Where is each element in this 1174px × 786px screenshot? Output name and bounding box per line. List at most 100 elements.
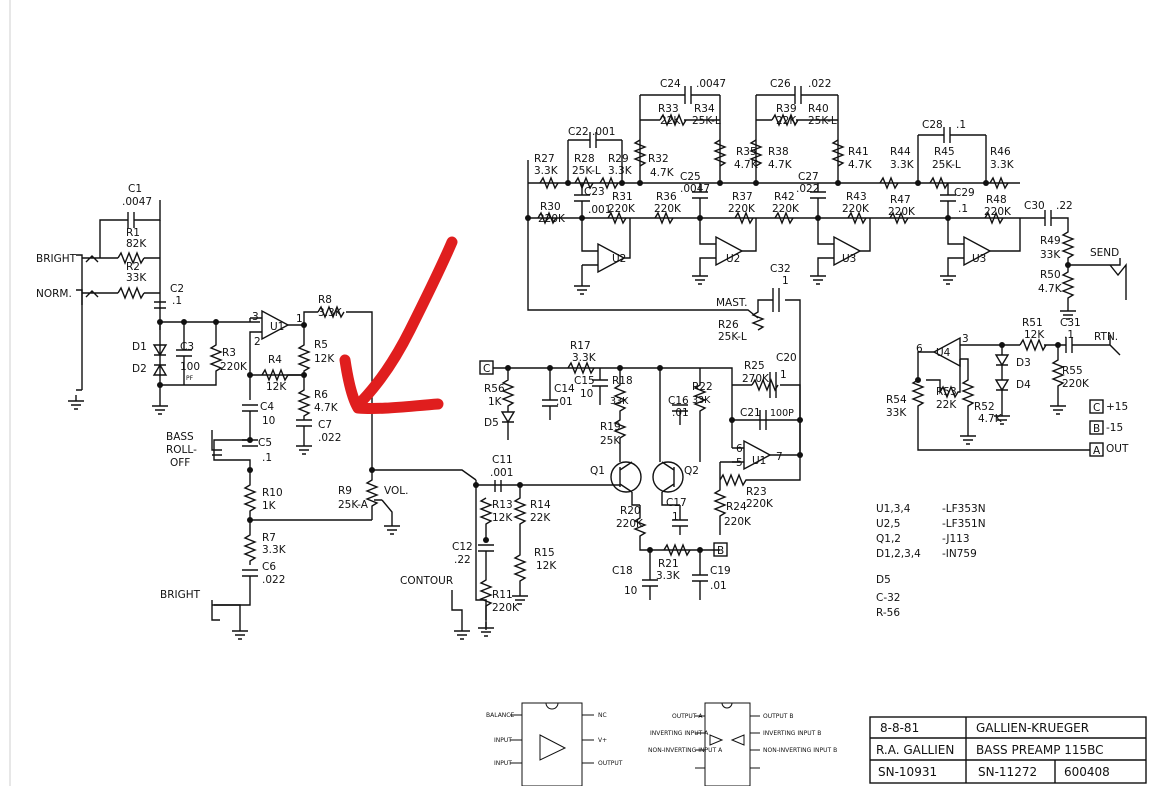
r34-value: 25K-L — [692, 115, 721, 127]
bright-switch-label: BRIGHT — [160, 589, 201, 601]
c17-label: C17 — [666, 497, 687, 509]
parts-row-2-ref: U2,5 — [876, 518, 900, 530]
r29-value: 3.3K — [608, 165, 633, 177]
r55-value: 220K — [1062, 378, 1090, 390]
c12-value: .22 — [454, 554, 471, 566]
title-date: 8-8-81 — [880, 721, 919, 735]
c29-value: .1 — [958, 203, 968, 215]
r14-label: R14 — [530, 499, 551, 511]
r47-label: R47 — [890, 194, 911, 206]
u1-output-stage: U1 6 5 7 R25 270K C20 1 C21 100P R23 220… — [527, 160, 803, 510]
r52-value: 4.7K — [978, 413, 1003, 425]
c15-value: 10 — [580, 388, 593, 400]
r53-label: R53 — [936, 386, 957, 398]
u1b-pin7: 7 — [776, 451, 783, 463]
c32-value: 1 — [782, 275, 789, 287]
c16-label: C16 — [668, 395, 689, 407]
u1-pin3: 3 — [252, 311, 259, 323]
r24-label: R24 — [726, 501, 747, 513]
c14-label: C14 — [554, 383, 575, 395]
vol-label: VOL. — [384, 485, 408, 497]
r22-value: 33K — [692, 395, 711, 406]
u1-pin1: 1 — [296, 313, 303, 325]
r18-label: R18 — [612, 375, 633, 387]
pin-right-5: NON-INVERTING INPUT B — [763, 747, 837, 754]
title-sn-right: SN-11272 — [978, 765, 1037, 779]
r46-label: R46 — [990, 146, 1011, 158]
note-c-count: C-32 — [876, 592, 900, 604]
c22-value: .001 — [592, 126, 615, 138]
c26-value: .022 — [808, 78, 831, 90]
r49-label: R49 — [1040, 235, 1061, 247]
r26-value: 25K-L — [718, 331, 747, 343]
r37-value: 220K — [728, 203, 756, 215]
r29-label: R29 — [608, 153, 629, 165]
pin-right-2: INVERTING INPUT A — [650, 730, 709, 737]
r21-value: 3.3K — [656, 570, 681, 582]
terminal-a: A — [1093, 445, 1101, 457]
pin-right-1: OUTPUT A — [672, 713, 703, 720]
c28-label: C28 — [922, 119, 943, 131]
terminal-b-right: B — [1093, 423, 1100, 435]
r10-value: 1K — [262, 500, 277, 512]
c6-label: C6 — [262, 561, 276, 573]
pinout-left: BALANCE INPUT INPUT NC V+ OUTPUT — [486, 702, 623, 786]
terminal-b-mid: B — [717, 545, 724, 557]
d3-label: D3 — [1016, 357, 1031, 369]
c17-value: 1 — [672, 511, 679, 523]
r43-label: R43 — [846, 191, 867, 203]
c7-value: .022 — [318, 432, 341, 444]
r17-label: R17 — [570, 340, 591, 352]
c2-value: .1 — [172, 295, 182, 307]
r25-value: 270K — [742, 373, 770, 385]
r30-label: R30 — [540, 201, 561, 213]
r1-label: R1 — [126, 227, 140, 239]
r3-value: 220K — [220, 361, 248, 373]
title-company: GALLIEN-KRUEGER — [976, 721, 1089, 735]
note-r-count: R-56 — [876, 607, 900, 619]
pin-left-1: BALANCE — [486, 712, 514, 719]
r51-value: 12K — [1024, 329, 1045, 341]
r7-label: R7 — [262, 532, 276, 544]
r4-value: 12K — [266, 381, 287, 393]
r35-label: R35 — [736, 146, 757, 158]
u2b-label: U2 — [726, 253, 740, 265]
parts-row-2-part: -LF351N — [942, 518, 986, 530]
c32-label: C32 — [770, 263, 791, 275]
r36-value: 220K — [654, 203, 682, 215]
r28-value: 25K-L — [572, 165, 601, 177]
bright-input-label: BRIGHT — [36, 253, 77, 265]
r9-value: 25K-A — [338, 499, 369, 511]
pin-left-2: INPUT — [494, 737, 512, 744]
r26-label: R26 — [718, 319, 739, 331]
terminal-c-right: C — [1093, 402, 1100, 414]
c30-value: .22 — [1056, 200, 1073, 212]
c29-label: C29 — [954, 187, 975, 199]
c14-value: .01 — [556, 396, 573, 408]
r2-value: 33K — [126, 272, 147, 284]
r42-label: R42 — [774, 191, 795, 203]
r42-value: 220K — [772, 203, 800, 215]
r14-value: 22K — [530, 512, 551, 524]
r38-value: 4.7K — [768, 159, 793, 171]
r32-value: 4.7K — [650, 167, 675, 179]
eq-section: C24 .0047 C26 .022 C22 .001 C28 .1 R27 3… — [525, 78, 1129, 457]
terminal-c: C — [483, 363, 490, 375]
parts-row-4-ref: D1,2,3,4 — [876, 548, 921, 560]
r31-label: R31 — [612, 191, 633, 203]
r27-label: R27 — [534, 153, 555, 165]
mast-label: MAST. — [716, 297, 747, 309]
u1-label: U1 — [270, 321, 284, 333]
c16-value: .01 — [672, 407, 689, 419]
parts-row-4-part: -IN759 — [942, 548, 977, 560]
c21-value: 100P — [770, 408, 794, 419]
r34-label: R34 — [694, 103, 715, 115]
c4-label: C4 — [260, 401, 274, 413]
r24-value: 220K — [724, 516, 752, 528]
r53-value: 22K — [936, 399, 957, 411]
c2-label: C2 — [170, 283, 184, 295]
u2-label: U2 — [612, 253, 626, 265]
r23-label: R23 — [746, 486, 767, 498]
r48-value: 220K — [984, 206, 1012, 218]
